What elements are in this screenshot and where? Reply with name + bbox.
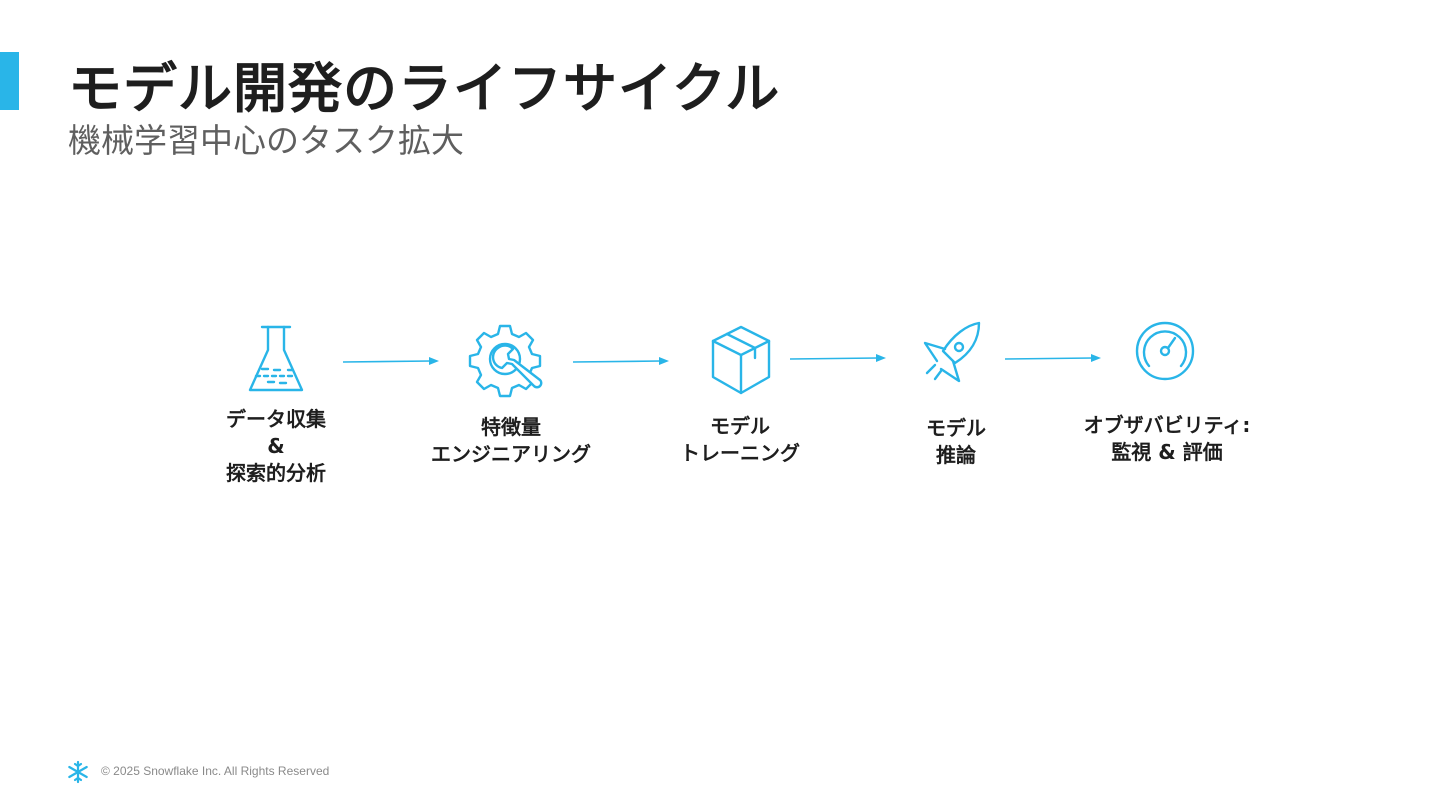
accent-bar [0, 52, 19, 110]
page-title: モデル開発のライフサイクル [68, 57, 781, 120]
page-subtitle: 機械学習中心のタスク拡大 [68, 121, 464, 160]
step-label-data-collection: データ収集 & 探索的分析 [226, 407, 326, 485]
arrow-connector [1004, 350, 1105, 369]
flask-icon [248, 325, 304, 394]
step-label-model-training: モデル トレーニング [680, 414, 800, 465]
rocket-icon [923, 321, 983, 383]
step-label-feature-engineering: 特徴量 エンジニアリング [431, 415, 591, 466]
box-icon [711, 325, 771, 395]
arrow-connector [789, 350, 890, 369]
gauge-icon [1135, 320, 1195, 382]
step-label-model-inference: モデル 推論 [926, 416, 986, 467]
step-label-observability: オブザバビリティ: 監視 & 評価 [1083, 413, 1251, 464]
gear-wrench-icon [468, 324, 550, 398]
arrow-connector [572, 353, 673, 372]
snowflake-icon [66, 760, 90, 788]
arrow-connector [342, 353, 443, 372]
copyright-text: © 2025 Snowflake Inc. All Rights Reserve… [101, 764, 330, 778]
